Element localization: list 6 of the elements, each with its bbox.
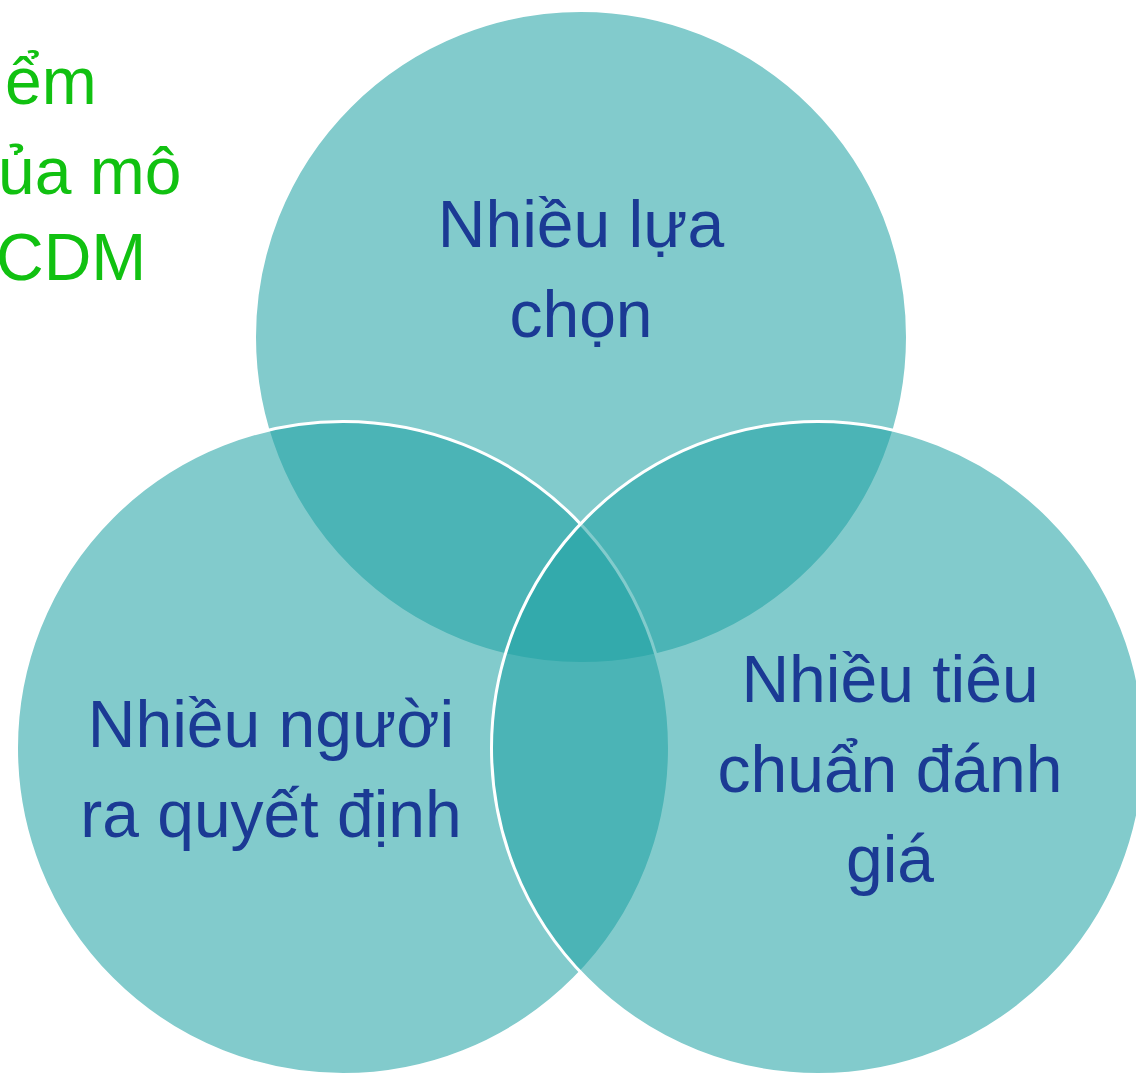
circle-label: Nhiều tiêu chuẩn đánh giá bbox=[716, 641, 1064, 898]
heading-fragment: ểm bbox=[5, 48, 97, 114]
heading-fragment: CDM bbox=[0, 224, 147, 290]
circle-label: Nhiều người ra quyết định bbox=[79, 686, 463, 853]
heading-fragment: ủa mô bbox=[0, 138, 182, 204]
circle-label: Nhiều lựa chọn bbox=[436, 186, 726, 353]
